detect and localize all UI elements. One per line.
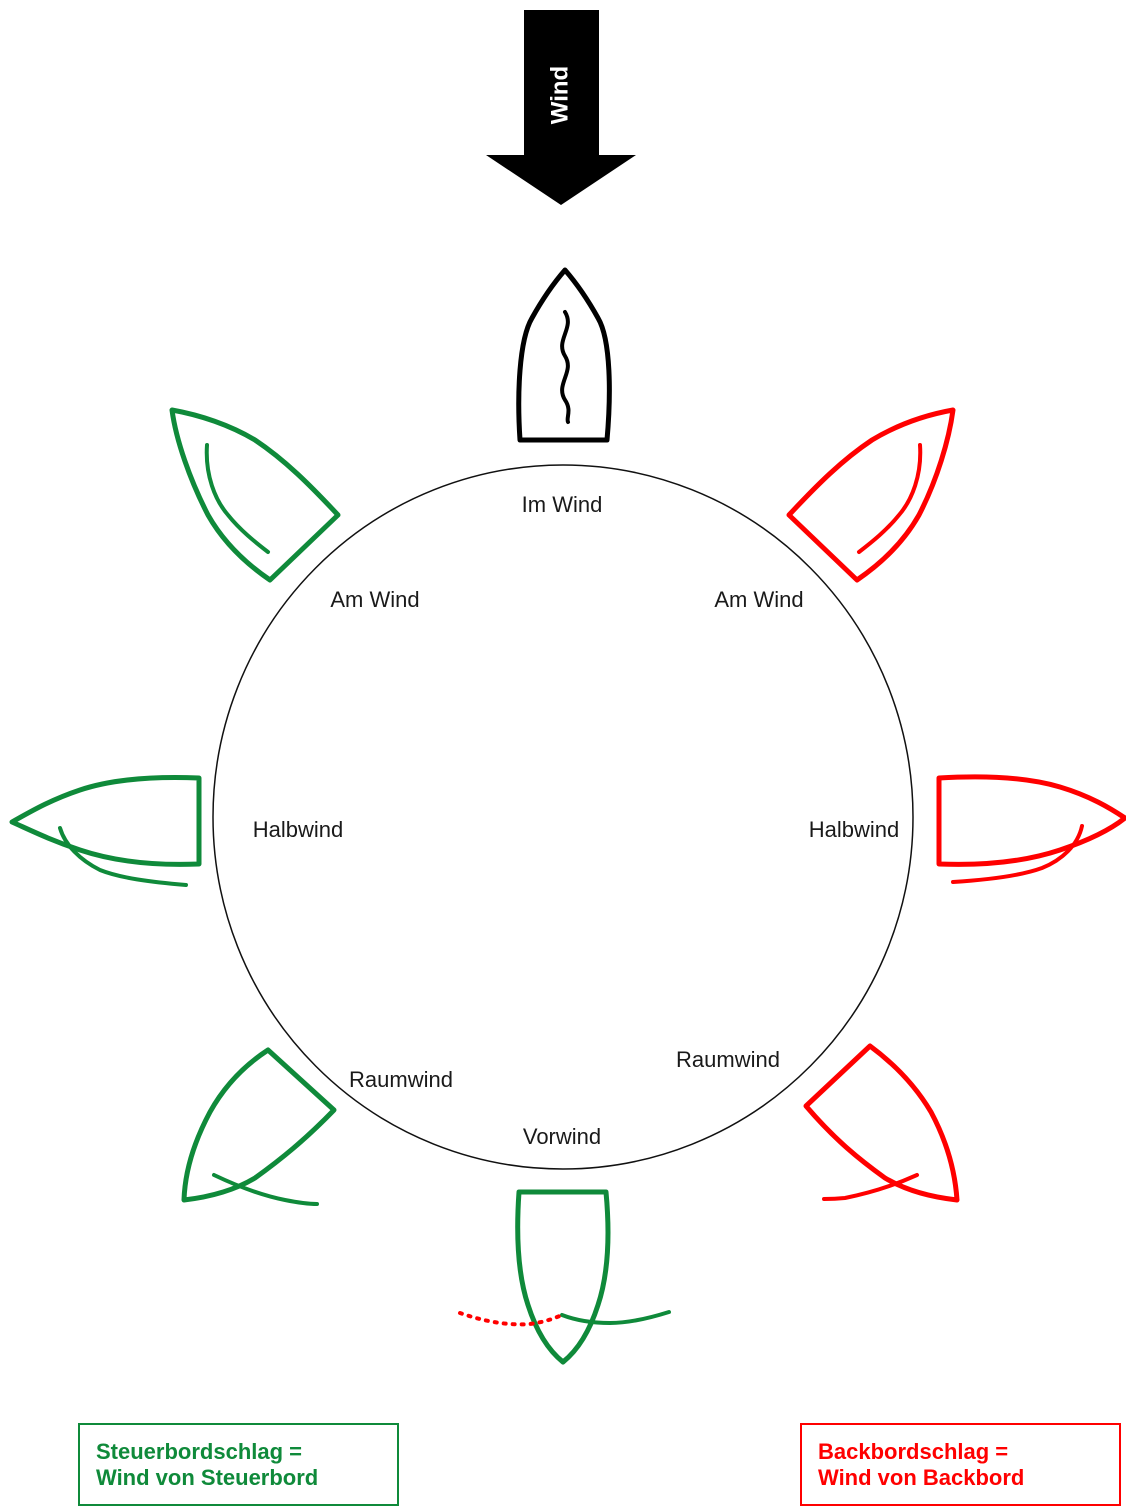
- label-raumwind-right: Raumwind: [676, 1047, 780, 1072]
- legend-starboard-line1: Steuerbordschlag =: [96, 1439, 381, 1465]
- boat-halbwind-starboard: [12, 778, 199, 886]
- label-raumwind-left: Raumwind: [349, 1067, 453, 1092]
- label-halbwind-right: Halbwind: [809, 817, 900, 842]
- label-am-wind-left: Am Wind: [330, 587, 419, 612]
- legend-port-line2: Wind von Backbord: [818, 1465, 1103, 1491]
- legend-port-line1: Backbordschlag =: [818, 1439, 1103, 1465]
- wind-label: Wind: [546, 66, 573, 124]
- legend-port: Backbordschlag = Wind von Backbord: [800, 1423, 1121, 1506]
- boat-am-wind-starboard: [172, 410, 338, 580]
- wind-arrow: Wind: [486, 10, 636, 205]
- legend-starboard-line2: Wind von Steuerbord: [96, 1465, 381, 1491]
- boat-raumwind-port: [806, 1046, 957, 1200]
- flapping-sail: [562, 312, 568, 422]
- label-halbwind-left: Halbwind: [253, 817, 344, 842]
- legend-starboard: Steuerbordschlag = Wind von Steuerbord: [78, 1423, 399, 1506]
- boat-im-wind: [519, 270, 610, 440]
- boat-am-wind-port: [789, 410, 953, 580]
- label-vorwind: Vorwind: [523, 1124, 601, 1149]
- label-am-wind-right: Am Wind: [714, 587, 803, 612]
- boat-halbwind-port: [939, 777, 1125, 882]
- boat-raumwind-starboard: [184, 1050, 334, 1204]
- alternative-sail-dotted: [460, 1313, 562, 1324]
- boat-vorwind-starboard: [518, 1192, 669, 1362]
- label-im-wind: Im Wind: [522, 492, 603, 517]
